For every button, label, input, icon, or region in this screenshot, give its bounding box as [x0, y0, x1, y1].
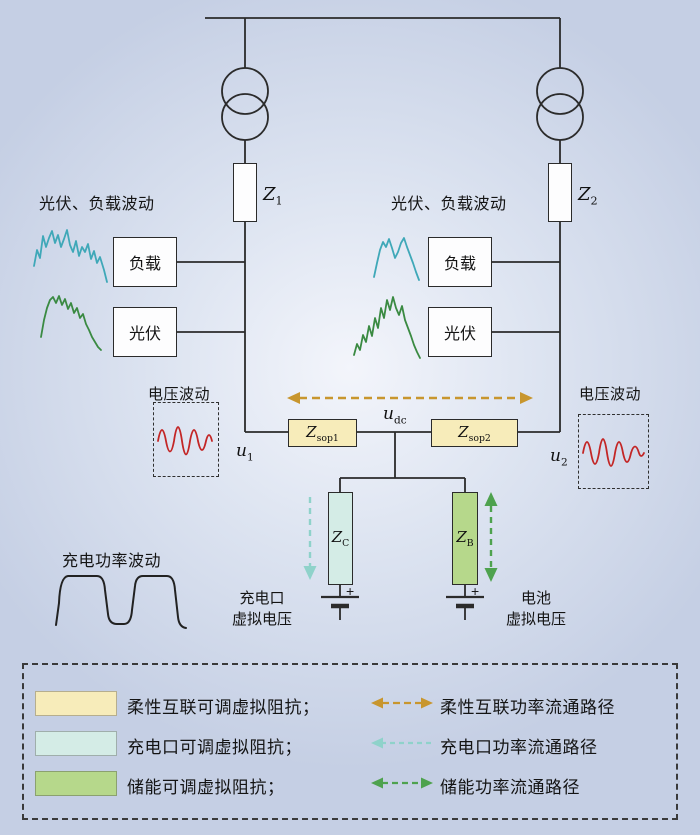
- pv-box-left: 光伏: [113, 307, 177, 357]
- storage-flow-arrowhead-bottom-icon: [484, 568, 498, 582]
- sop-flow-arrowhead-left-icon: [287, 392, 300, 404]
- sop-flow-arrowhead-right-icon: [520, 392, 533, 404]
- legend-swatch-charger: [35, 731, 117, 756]
- voltage-waveform-right-icon: [582, 438, 645, 467]
- legend-sop-path-label: 柔性互联功率流通路径: [440, 698, 615, 717]
- voltage-fluct-label-left: 电压波动: [148, 386, 211, 403]
- u1-label: u1: [236, 441, 254, 464]
- legend-charger-impedance-label: 充电口可调虚拟阻抗；: [127, 738, 302, 757]
- legend-charger-path-label: 充电口功率流通路径: [440, 738, 598, 757]
- battery-virtual-voltage-label: 电池 虚拟电压: [505, 590, 566, 628]
- pv-box-right: 光伏: [428, 307, 492, 357]
- pv-label-right: 光伏: [443, 326, 476, 343]
- load-box-right: 负载: [428, 237, 492, 287]
- dc-drop-lines: [339, 432, 466, 492]
- legend-box: [22, 663, 678, 820]
- load-box-left: 负载: [113, 237, 177, 287]
- plus-sign-left: +: [346, 583, 355, 599]
- right-transformer-bottom-icon: [536, 93, 584, 141]
- udc-label: udc: [383, 404, 407, 427]
- right-transformer-top-icon: [536, 67, 584, 115]
- pv-waveform-left-icon: [40, 295, 102, 351]
- charger-virtual-voltage-label: 充电口 虚拟电压: [231, 590, 292, 628]
- legend-storage-impedance-label: 储能可调虚拟阻抗；: [127, 778, 285, 797]
- zsop1-box: Zsop1: [288, 419, 357, 447]
- legend-storage-arrowhead-right-icon: [421, 777, 433, 789]
- storage-flow-arrowhead-top-icon: [484, 492, 498, 506]
- zc-label: ZC: [331, 528, 350, 549]
- right-branch-connectors: [492, 261, 560, 333]
- z2-impedance-box: [548, 163, 572, 222]
- charge-power-waveform-icon: [55, 575, 187, 629]
- left-branch-connectors: [177, 261, 245, 333]
- legend-sop-impedance-label: 柔性互联可调虚拟阻抗；: [127, 698, 320, 717]
- pv-waveform-right-icon: [353, 296, 421, 359]
- waveforms: [33, 229, 645, 629]
- voltage-wave-frame-right: [578, 414, 649, 489]
- legend-arrows: [371, 697, 433, 789]
- zc-box: ZC: [328, 492, 353, 585]
- zb-box: ZB: [452, 492, 478, 585]
- charge-power-fluct-label: 充电功率波动: [62, 553, 162, 570]
- load-waveform-right-icon: [373, 237, 420, 281]
- load-waveform-left-icon: [33, 229, 108, 283]
- voltage-wave-frame-left: [153, 402, 219, 477]
- power-flow-arrows: [287, 392, 533, 582]
- zsop2-box: Zsop2: [431, 419, 518, 447]
- load-label-left: 负载: [128, 256, 161, 273]
- zsop1-label: Zsop1: [306, 422, 339, 444]
- z1-label: Z1: [263, 184, 283, 208]
- circuit-lines: [177, 17, 584, 620]
- zsop2-label: Zsop2: [458, 422, 491, 444]
- load-label-right: 负载: [443, 256, 476, 273]
- fluct-label-right: 光伏、负载波动: [391, 196, 507, 213]
- legend-storage-arrowhead-left-icon: [371, 777, 383, 789]
- voltage-fluct-label-right: 电压波动: [579, 386, 642, 403]
- z1-impedance-box: [233, 163, 257, 222]
- legend-sop-arrowhead-right-icon: [421, 697, 433, 709]
- plus-sign-right: +: [471, 583, 480, 599]
- z2-label: Z2: [578, 184, 598, 208]
- legend-charger-arrowhead-icon: [371, 737, 383, 749]
- legend-storage-path-label: 储能功率流通路径: [440, 778, 580, 797]
- left-transformer-bottom-icon: [221, 93, 269, 141]
- fluct-label-left: 光伏、负载波动: [39, 196, 155, 213]
- voltage-waveform-left-icon: [157, 426, 213, 456]
- left-transformer-top-icon: [221, 67, 269, 115]
- legend-sop-arrowhead-left-icon: [371, 697, 383, 709]
- zb-label: ZB: [456, 528, 474, 549]
- u2-label: u2: [550, 446, 568, 469]
- legend-swatch-storage: [35, 771, 117, 796]
- pv-label-left: 光伏: [128, 326, 161, 343]
- legend-swatch-sop: [35, 691, 117, 716]
- charger-flow-arrowhead-icon: [303, 566, 317, 580]
